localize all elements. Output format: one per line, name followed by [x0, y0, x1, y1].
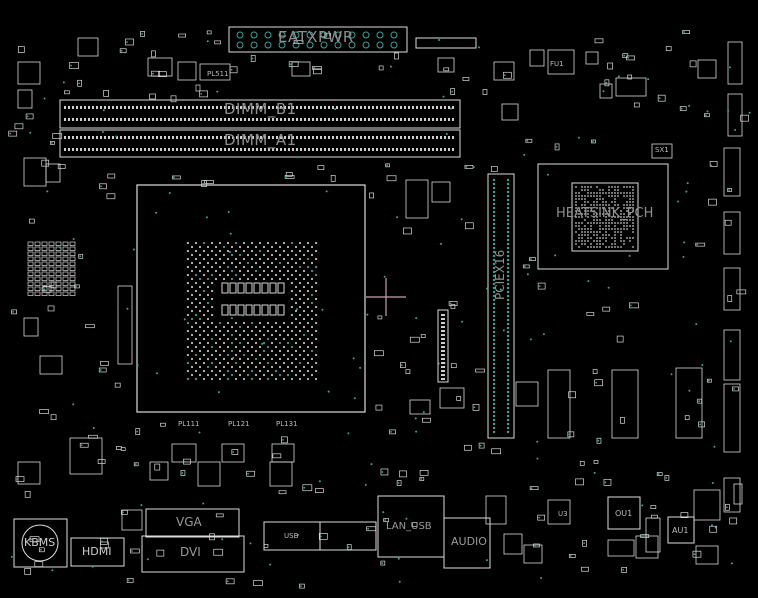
- pch-ball-grid: [575, 186, 634, 248]
- eatxpwr-pins: [236, 31, 398, 49]
- kbms-connector[interactable]: [13, 518, 68, 568]
- hdmi-connector[interactable]: [70, 537, 125, 567]
- fu1-label: FU1: [550, 60, 564, 68]
- eatxpwr-label: EATXPWR: [278, 28, 354, 46]
- pl131-label: PL131: [276, 420, 298, 428]
- heatsink-pch-label: HEATSINK_PCH: [556, 206, 654, 221]
- kbms-label: KBMS: [24, 536, 56, 549]
- ou1-chip[interactable]: [607, 496, 641, 530]
- lan-usb-label: LAN_USB: [386, 521, 432, 532]
- misc-components: [8, 30, 751, 589]
- pch-chip[interactable]: [571, 182, 639, 252]
- vga-label: VGA: [176, 515, 202, 529]
- eatxpwr-connector[interactable]: [228, 26, 408, 53]
- audio-label: AUDIO: [451, 535, 487, 548]
- pch-outline[interactable]: [537, 163, 669, 270]
- dimm-pins: [64, 106, 454, 151]
- pcie-pins: [492, 178, 510, 434]
- pl511-label: PL511: [207, 70, 229, 78]
- usb-label: USB: [284, 532, 299, 540]
- pcie-slot[interactable]: [487, 173, 515, 439]
- au1-label: AU1: [672, 526, 689, 535]
- u3-label: U3: [558, 510, 568, 518]
- hdmi-label: HDMI: [82, 545, 112, 558]
- dvi-label: DVI: [180, 545, 201, 559]
- pcie-label: PCIEX16: [493, 249, 507, 300]
- pl111-label: PL111: [178, 420, 200, 428]
- cpu-pin-grid: [186, 241, 318, 381]
- dimm-a1-slot[interactable]: [59, 129, 461, 158]
- dimm-b1-slot[interactable]: [59, 99, 461, 129]
- dvi-connector[interactable]: [141, 535, 245, 573]
- vga-connector[interactable]: [145, 508, 240, 538]
- pl121-label: PL121: [228, 420, 250, 428]
- dimm-b1-label: DIMM_B1: [224, 100, 297, 118]
- ou1-label: OU1: [615, 509, 633, 518]
- audio-connector[interactable]: [443, 517, 491, 569]
- sx1-label: SX1: [655, 146, 669, 154]
- dimm-a1-label: DIMM_A1: [224, 131, 297, 149]
- cpu-socket[interactable]: [136, 184, 366, 413]
